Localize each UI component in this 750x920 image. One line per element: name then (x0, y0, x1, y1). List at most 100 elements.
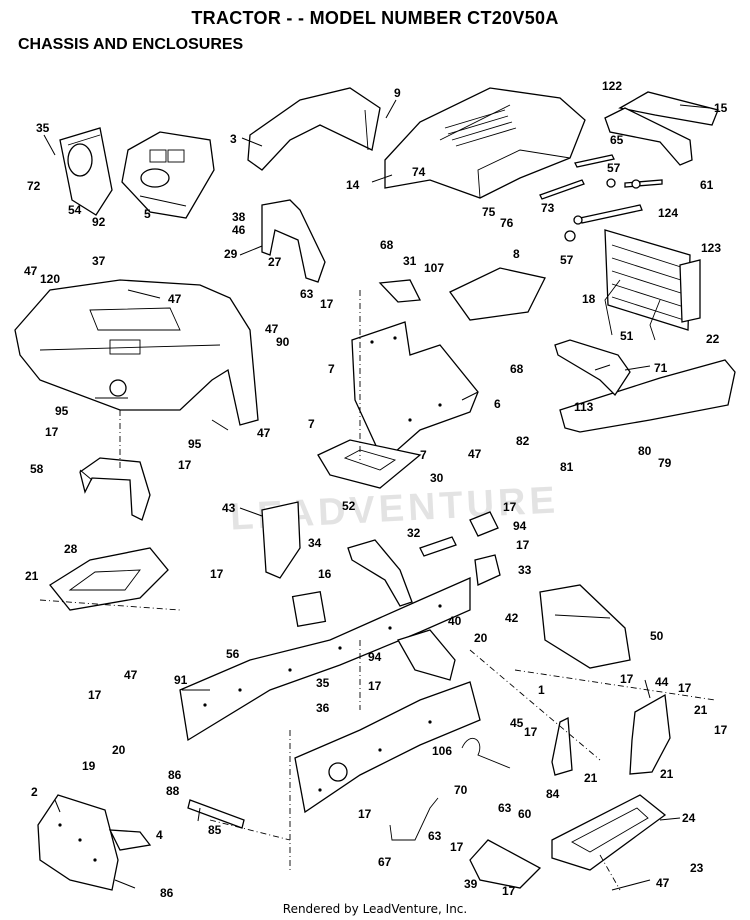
callout-label: 75 (482, 205, 496, 219)
part-50-panel (539, 584, 631, 669)
part-15-grille-bracket (604, 91, 719, 166)
callout-label: 63 (428, 829, 442, 843)
callout-label: 80 (638, 444, 652, 458)
callout-label: 23 (690, 861, 704, 875)
callout-label: 36 (316, 701, 330, 715)
part-30-floor-mat (317, 439, 422, 489)
part-frame-right-rail (294, 681, 481, 814)
callout-label: 50 (650, 629, 664, 643)
part-40-bracket (397, 629, 456, 681)
callout-label: 94 (513, 519, 527, 533)
callout-label: 22 (706, 332, 720, 346)
callout-label: 39 (464, 877, 478, 891)
callout-label: 43 (222, 501, 236, 515)
callout-label: 3 (230, 132, 237, 146)
callout-label: 51 (620, 329, 634, 343)
callout-label: 76 (500, 216, 514, 230)
callout-label: 17 (502, 884, 516, 898)
callout-label: 72 (27, 179, 41, 193)
callout-label: 46 (232, 223, 246, 237)
callout-label: 47 (468, 447, 482, 461)
callout-label: 42 (505, 611, 519, 625)
callout-label: 7 (328, 362, 335, 376)
callout-label: 17 (524, 725, 538, 739)
callout-label: 70 (454, 783, 468, 797)
callout-label: 17 (368, 679, 382, 693)
callout-label: 65 (610, 133, 624, 147)
callout-label: 47 (656, 876, 670, 890)
callout-label: 60 (518, 807, 532, 821)
part-2-panel (37, 794, 119, 891)
callout-label: 92 (92, 215, 106, 229)
callout-label: 79 (658, 456, 672, 470)
callout-label: 5 (144, 207, 151, 221)
callout-label: 44 (655, 675, 669, 689)
callout-label: 35 (36, 121, 50, 135)
part-58-bracket (79, 457, 151, 521)
callout-label: 107 (424, 261, 444, 275)
callout-labels: 35 72 54 92 5 3 9 14 74 75 76 107 122 15… (24, 79, 728, 900)
part-71-bracket (554, 339, 631, 397)
callout-label: 71 (654, 361, 668, 375)
callout-label: 94 (368, 650, 382, 664)
callout-label: 33 (518, 563, 532, 577)
callout-label: 14 (346, 178, 360, 192)
part-29-bracket (261, 199, 326, 283)
callout-label: 2 (31, 785, 38, 799)
part-44-bracket (629, 693, 671, 775)
callout-label: 63 (300, 287, 314, 301)
callout-label: 17 (678, 681, 692, 695)
callout-label: 17 (210, 567, 224, 581)
callout-label: 57 (607, 161, 621, 175)
callout-label: 21 (25, 569, 39, 583)
callout-label: 52 (342, 499, 356, 513)
callout-label: 122 (602, 79, 622, 93)
assembly-lines (39, 290, 716, 891)
part-34-bracket (347, 539, 413, 607)
callout-label: 17 (45, 425, 59, 439)
callout-label: 68 (510, 362, 524, 376)
callout-label: 61 (700, 178, 714, 192)
callout-label: 47 (168, 292, 182, 306)
callout-label: 63 (498, 801, 512, 815)
callout-label: 29 (224, 247, 238, 261)
callout-label: 81 (560, 460, 574, 474)
part-73-rods (539, 154, 663, 242)
part-28-seat-pan (49, 547, 169, 611)
callout-label: 27 (268, 255, 282, 269)
part-22-bumper (559, 359, 736, 433)
callout-label: 31 (403, 254, 417, 268)
callout-label: 19 (82, 759, 96, 773)
callout-label: 7 (420, 448, 427, 462)
callout-label: 73 (541, 201, 555, 215)
callout-label: 120 (40, 272, 60, 286)
part-70-spring (461, 737, 511, 769)
callout-label: 17 (714, 723, 728, 737)
callout-label: 58 (30, 462, 44, 476)
callout-label: 124 (658, 206, 678, 220)
callout-label: 74 (412, 165, 426, 179)
callout-label: 17 (620, 672, 634, 686)
part-14-hood (384, 87, 586, 199)
callout-label: 86 (168, 768, 182, 782)
callout-label: 113 (574, 400, 594, 414)
callout-label: 15 (714, 101, 728, 115)
callout-label: 54 (68, 203, 82, 217)
callout-label: 18 (582, 292, 596, 306)
callout-label: 84 (546, 787, 560, 801)
callout-label: 32 (407, 526, 421, 540)
callout-label: 56 (226, 647, 240, 661)
part-91-frame-rail (179, 577, 471, 742)
callout-label: 4 (156, 828, 163, 842)
callout-label: 40 (448, 614, 462, 628)
part-18-grille (604, 229, 701, 341)
callout-label: 35 (316, 676, 330, 690)
callout-label: 30 (430, 471, 444, 485)
part-5-dash-panel (121, 131, 215, 219)
callout-label: 45 (510, 716, 524, 730)
callout-label: 47 (24, 264, 38, 278)
callout-label: 47 (265, 322, 279, 336)
callout-label: 17 (320, 297, 334, 311)
callout-label: 91 (174, 673, 188, 687)
part-43-panel (261, 501, 301, 579)
